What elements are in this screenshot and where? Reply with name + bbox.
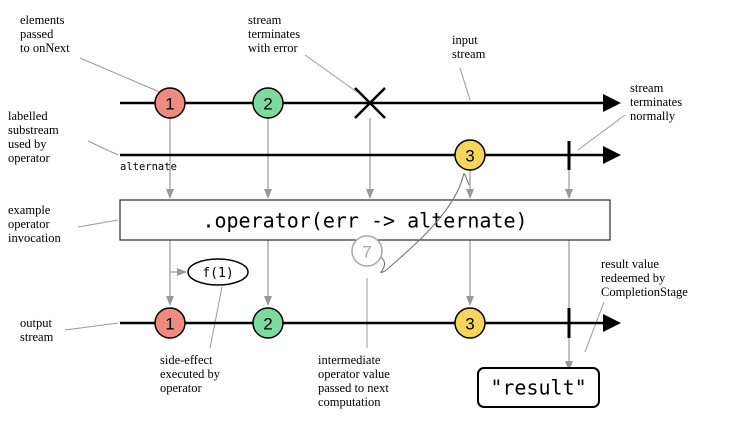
pointer-side-effect <box>209 286 223 349</box>
marble-output-1: 1 <box>154 307 186 339</box>
output-stream-arrowhead <box>603 314 621 332</box>
marble-input-2-label: 2 <box>263 95 272 114</box>
output-stream <box>120 308 621 338</box>
marble-output-3: 3 <box>454 307 486 339</box>
pointer-example-operator <box>77 219 119 228</box>
marble-input-2: 2 <box>252 87 284 119</box>
alternate-substream <box>120 141 621 170</box>
operator-box <box>119 199 611 241</box>
marble-substream-3: 3 <box>454 139 486 171</box>
annotation-input-stream: input stream <box>452 33 486 61</box>
input-stream-arrowhead <box>603 94 621 112</box>
annotation-intermediate: intermediate operator value passed to ne… <box>318 353 393 409</box>
pointer-elements-passed <box>79 57 163 94</box>
annotation-side-effect: side-effect executed by operator <box>160 353 223 395</box>
marble-input-1: 1 <box>154 87 186 119</box>
annotation-labelled-substream: labelled substream used by operator <box>8 109 62 165</box>
operator-code: .operator(err -> alternate) <box>202 209 527 233</box>
pointer-input-stream <box>459 67 471 101</box>
annotation-output-stream: output stream <box>20 316 55 344</box>
annotation-result: result value redeemed by CompletionStage <box>601 257 688 299</box>
pointer-labelled-substream <box>87 140 119 156</box>
marble-output-2-label: 2 <box>263 315 272 334</box>
pointer-stream-normal <box>577 114 626 151</box>
marble-intermediate-7-label: 7 <box>362 243 371 262</box>
result-box: "result" <box>477 367 600 408</box>
annotation-pointers <box>64 54 626 353</box>
side-effect-code: f(1) <box>202 266 233 281</box>
error-x-icon <box>354 87 386 119</box>
annotation-stream-error: stream terminates with error <box>248 13 303 55</box>
flow-arrows <box>166 118 573 371</box>
annotation-stream-normal: stream terminates normally <box>630 81 685 123</box>
marble-output-2: 2 <box>252 307 284 339</box>
side-effect-bubble: f(1) <box>187 258 249 286</box>
annotation-elements-passed: elements passed to onNext <box>20 13 70 55</box>
marble-input-1-label: 1 <box>165 95 174 114</box>
intermediate-flow-path <box>377 173 470 273</box>
marble-output-1-label: 1 <box>165 315 174 334</box>
marble-intermediate-7: 7 <box>351 235 383 267</box>
substream-arrowhead <box>603 146 621 164</box>
input-stream <box>120 94 621 112</box>
pointer-result <box>584 301 605 353</box>
result-value: "result" <box>490 376 586 400</box>
annotation-example-operator: example operator invocation <box>8 203 62 245</box>
marble-substream-3-label: 3 <box>465 147 474 166</box>
substream-label: alternate <box>120 161 177 173</box>
marble-output-3-label: 3 <box>465 315 474 334</box>
pointer-stream-error <box>304 54 358 93</box>
pointer-output-stream <box>64 322 119 331</box>
